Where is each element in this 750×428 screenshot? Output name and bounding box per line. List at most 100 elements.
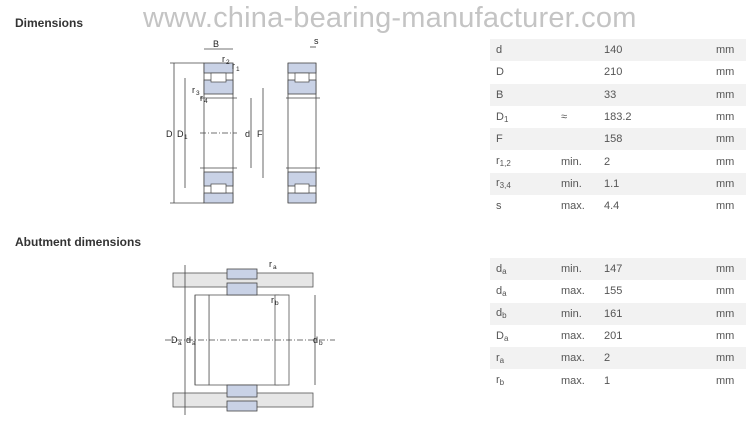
label-db-sub: b: [319, 340, 323, 347]
label-r4: r: [200, 93, 203, 103]
value-cell: 1.1: [604, 172, 716, 196]
symbol: s: [496, 200, 502, 213]
qualifier-cell: min.: [561, 302, 604, 325]
symbol: d: [496, 262, 503, 275]
qualifier-cell: min.: [561, 258, 604, 281]
label-da: d: [186, 335, 191, 345]
symbol-cell: D: [490, 61, 561, 83]
qualifier-cell: [561, 128, 604, 151]
unit-cell: mm: [716, 258, 746, 281]
value-cell: 33: [604, 83, 716, 106]
value-cell: 201: [604, 330, 623, 343]
value-cell: 210: [604, 66, 623, 79]
symbol: r: [496, 155, 500, 168]
qualifier-cell: max.: [561, 347, 604, 370]
qualifier-cell: max.: [561, 374, 585, 387]
symbol-cell: rb: [490, 369, 561, 391]
symbol-subscript: 1: [503, 114, 509, 124]
unit-cell: mm: [716, 285, 735, 298]
qualifier-cell: min.: [561, 155, 582, 168]
dimension-row: D1 ≈183.2 mm: [490, 106, 746, 128]
unit-cell: mm: [716, 39, 746, 62]
symbol-cell: r1,2: [490, 150, 561, 172]
label-Da: D: [171, 335, 178, 345]
value-cell: 158: [604, 128, 716, 151]
label-r3: r: [192, 85, 195, 95]
unit-cell: mm: [716, 200, 735, 213]
qualifier-cell: max.: [561, 200, 585, 213]
symbol: B: [496, 88, 504, 101]
symbol: d: [496, 284, 503, 297]
symbol-cell: db: [490, 302, 561, 325]
symbol-cell: s: [490, 195, 561, 217]
label-ra: r: [269, 259, 272, 269]
qualifier-cell: max.: [561, 330, 585, 343]
bearing-section-drawing: B r 2 r 1 r 3 r 4 D D 1 d F s: [166, 36, 320, 204]
qualifier-cell: max.: [561, 285, 585, 298]
label-r2-sub: 2: [226, 59, 230, 66]
dimension-row: D 210 mm: [490, 61, 746, 83]
symbol: F: [496, 133, 503, 146]
symbol-cell: ra: [490, 347, 561, 370]
symbol: d: [496, 44, 503, 57]
unit-cell: mm: [716, 128, 746, 151]
symbol: D: [496, 66, 504, 79]
label-F: F: [257, 129, 263, 139]
symbol-cell: da: [490, 258, 561, 281]
value-cell: 4.4: [604, 200, 620, 213]
label-Da-sub: a: [178, 340, 182, 347]
label-ra-sub: a: [273, 264, 277, 271]
label-rb: r: [271, 295, 274, 305]
symbol: D: [496, 329, 504, 342]
value-cell: 147: [604, 258, 716, 281]
label-s: s: [314, 36, 319, 46]
dimensions-heading: Dimensions: [15, 16, 84, 30]
label-r4-sub: 4: [204, 98, 208, 105]
qualifier-cell: ≈: [561, 111, 568, 124]
symbol-cell: da: [490, 280, 561, 302]
label-D: D: [166, 129, 173, 139]
unit-cell: mm: [716, 172, 746, 196]
symbol-subscript: b: [502, 311, 507, 321]
unit-cell: mm: [716, 302, 746, 325]
symbol: D: [496, 110, 504, 123]
label-r2: r: [222, 54, 225, 64]
label-B: B: [213, 39, 219, 49]
symbol-subscript: b: [499, 378, 505, 388]
unit-cell: mm: [716, 155, 735, 168]
unit-cell: mm: [716, 111, 735, 124]
symbol: r: [496, 177, 500, 190]
symbol-subscript: a: [503, 333, 509, 343]
value-cell: 1: [604, 374, 611, 387]
value-cell: 2: [604, 347, 716, 370]
watermark-text: www.china-bearing-manufacturer.com: [143, 2, 637, 34]
label-r1-sub: 1: [236, 66, 240, 73]
abutment-dimensions-heading: Abutment dimensions: [15, 235, 142, 249]
symbol-subscript: 1,2: [499, 159, 511, 169]
symbol-subscript: a: [499, 355, 505, 365]
unit-cell: mm: [716, 66, 735, 79]
dimension-row: s max. 4.4 mm: [490, 195, 746, 217]
symbol-cell: B: [490, 83, 561, 106]
qualifier-cell: [561, 83, 604, 106]
qualifier-cell: min.: [561, 172, 604, 196]
label-da-sub: a: [192, 340, 196, 347]
label-rb-sub: b: [275, 300, 279, 307]
symbol-cell: F: [490, 128, 561, 151]
value-cell: 140: [604, 39, 716, 62]
label-r1: r: [232, 61, 235, 71]
qualifier-cell: [561, 39, 604, 62]
label-db: d: [313, 335, 318, 345]
symbol-cell: Da: [490, 325, 561, 347]
value-cell: 183.2: [604, 111, 632, 124]
